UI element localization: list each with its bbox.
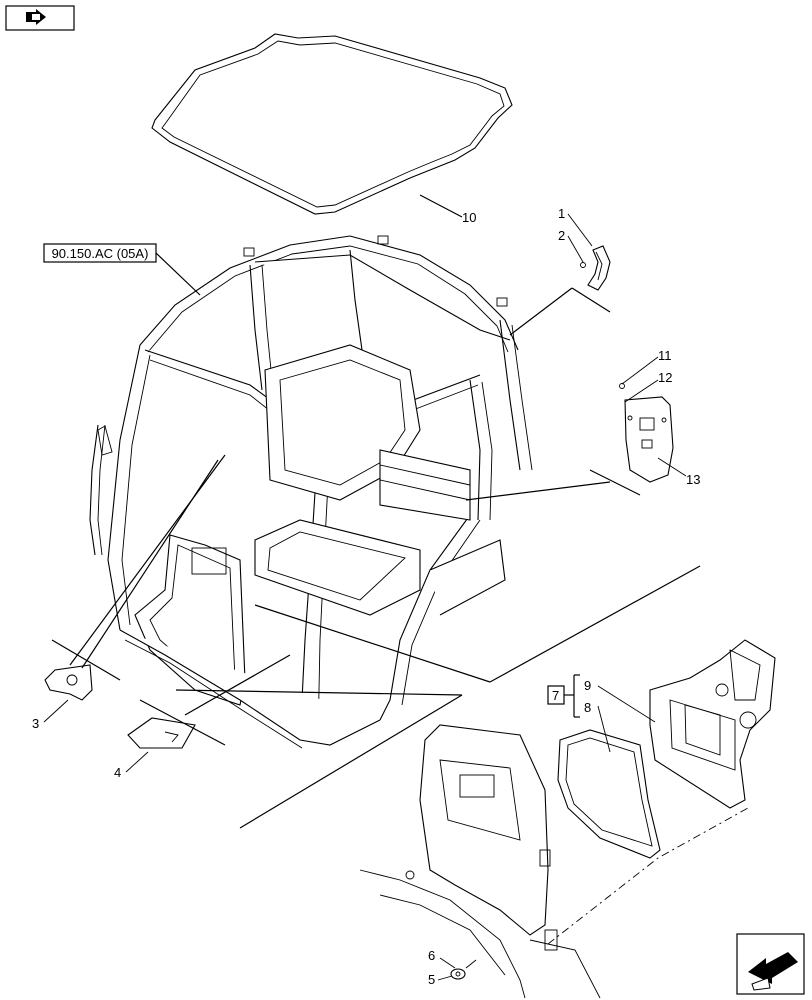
callout-6: 6 [428,948,435,963]
reference-label-text: 90.150.AC (05A) [52,246,149,261]
callout-4: 4 [114,765,121,780]
callout-1: 1 [558,206,565,221]
navigate-back-arrow-icon[interactable] [5,5,75,31]
callout-2: 2 [558,228,565,243]
callout-5: 5 [428,972,435,987]
lower-cab-section [359,724,601,999]
callout-10: 10 [462,210,476,225]
navigate-next-arrow-icon[interactable] [736,933,805,995]
rear-panel-part-9 [649,639,776,809]
hook-clip-part [580,245,611,291]
mounting-plate-part [619,383,674,483]
callout-7: 7 [552,688,559,703]
callout-12: 12 [658,370,672,385]
plate-part-4 [127,717,196,749]
reference-label-box[interactable]: 90.150.AC (05A) [43,243,157,263]
callout-8: 8 [584,700,591,715]
callout-11: 11 [658,348,672,363]
bracket-part-3 [44,664,93,701]
callout-13: 13 [686,472,700,487]
bolt-washer-part [450,959,477,980]
roof-seal-part [151,33,513,215]
callout-9: 9 [584,678,591,693]
callout-3: 3 [32,716,39,731]
cab-frame [89,235,533,749]
gasket-part-8 [557,729,661,859]
